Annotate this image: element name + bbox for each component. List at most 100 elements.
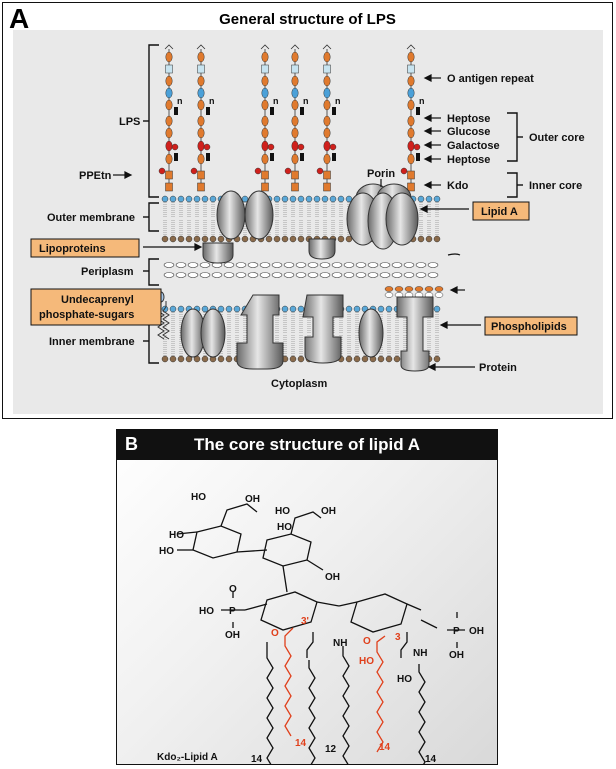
- kdo-unit: [291, 170, 299, 180]
- peptidoglycan-unit: [379, 272, 391, 278]
- heptose-side: [416, 107, 420, 115]
- position-3prime: 3': [301, 616, 309, 627]
- membrane-headgroup: [289, 355, 297, 363]
- label-protein: Protein: [479, 362, 517, 374]
- sugar-unit: [291, 140, 299, 152]
- peptidoglycan-unit: [175, 272, 187, 278]
- repeat-n-label: n: [177, 96, 183, 106]
- peptidoglycan-unit: [355, 262, 367, 268]
- label-heptose: Heptose: [447, 113, 490, 125]
- membrane-headgroup: [169, 305, 177, 313]
- repeat-n-label: n: [335, 96, 341, 106]
- membrane-headgroup: [177, 195, 185, 203]
- peptidoglycan-unit: [367, 262, 379, 268]
- peptidoglycan-unit: [247, 272, 259, 278]
- peptidoglycan-layer: [163, 262, 444, 298]
- sugar-unit: [165, 127, 173, 139]
- atom-ho-chain: HO: [397, 674, 412, 685]
- porin-trimer: [346, 183, 419, 250]
- label-kdo: Kdo: [447, 180, 469, 192]
- membrane-headgroup: [385, 305, 393, 313]
- sugar-unit: [323, 153, 331, 165]
- lipoproteins-box: [30, 238, 140, 258]
- lipoprotein-link: [384, 286, 394, 292]
- heptose-side: [206, 107, 210, 115]
- kdo-unit: [197, 64, 205, 74]
- sugar-unit: [165, 75, 173, 87]
- kdo-unit: [197, 170, 205, 180]
- membrane-headgroup: [225, 355, 233, 363]
- peptidoglycan-unit: [427, 262, 439, 268]
- heptose-side: [206, 153, 210, 161]
- sugar-unit: [197, 75, 205, 87]
- peptidoglycan-unit: [199, 272, 211, 278]
- lipid-a-box: [472, 201, 530, 221]
- heptose-side: [270, 107, 274, 115]
- membrane-headgroup: [281, 305, 289, 313]
- ppetn-unit: [171, 143, 179, 151]
- sugar-unit: [407, 75, 415, 87]
- kdo-unit: [165, 64, 173, 74]
- right-brackets: [507, 112, 523, 198]
- chain-length-1: 14: [251, 754, 263, 764]
- sugar-unit: [323, 140, 331, 152]
- membrane-headgroup: [393, 355, 401, 363]
- chain-length-3: 12: [325, 744, 337, 755]
- peptidoglycan-unit: [295, 262, 307, 268]
- lipoprotein-link: [394, 286, 404, 292]
- position-3: 3: [395, 632, 401, 643]
- atom-p-left: P: [229, 606, 236, 617]
- membrane-headgroup: [233, 305, 241, 313]
- membrane-headgroup: [161, 235, 169, 243]
- sugar-unit: [407, 51, 415, 63]
- peptidoglycan-unit: [211, 272, 223, 278]
- label-lps: LPS: [119, 116, 140, 128]
- ppetn-unit: [158, 167, 166, 175]
- peptidoglycan-unit: [367, 272, 379, 278]
- peptidoglycan-unit: [355, 272, 367, 278]
- peptidoglycan-unit: [391, 262, 403, 268]
- sugar-unit: [323, 99, 331, 111]
- membrane-headgroup: [289, 195, 297, 203]
- heptose-side: [174, 153, 178, 161]
- repeat-n-label: n: [273, 96, 279, 106]
- atom-p-right: P: [453, 626, 460, 637]
- lps-terminus: [406, 44, 416, 50]
- repeat-n-label: n: [419, 96, 425, 106]
- peptidoglycan-unit: [163, 262, 175, 268]
- peptidoglycan-unit: [259, 262, 271, 268]
- peptidoglycan-unit: [415, 262, 427, 268]
- kdo-unit: [197, 182, 205, 192]
- lipid-a-structure: HO HO HO OH OH HO HO OH HO P O OH NH NH …: [157, 492, 484, 764]
- membrane-headgroup: [297, 305, 305, 313]
- sugar-unit: [323, 87, 331, 99]
- label-periplasm: Periplasm: [81, 266, 134, 278]
- ppetn-unit: [190, 167, 198, 175]
- sugar-unit: [407, 87, 415, 99]
- kdo-unit: [323, 170, 331, 180]
- atom-oh-pr1: OH: [469, 626, 484, 637]
- membrane-headgroup: [161, 355, 169, 363]
- peptidoglycan-unit: [319, 262, 331, 268]
- atom-oh-3: OH: [325, 572, 340, 583]
- label-lipoproteins: Lipoproteins: [39, 243, 106, 255]
- peptidoglycan-unit: [343, 272, 355, 278]
- membrane-headgroup: [417, 235, 425, 243]
- membrane-headgroup: [201, 235, 209, 243]
- membrane-headgroup: [433, 235, 441, 243]
- peptidoglycan-unit: [283, 272, 295, 278]
- undecaprenyl-box: [30, 288, 162, 326]
- label-phospholipids: Phospholipids: [491, 321, 567, 333]
- membrane-headgroup: [273, 195, 281, 203]
- sugar-unit: [407, 115, 415, 127]
- membrane-headgroup: [265, 235, 273, 243]
- sugar-unit: [323, 51, 331, 63]
- membrane-headgroup: [169, 355, 177, 363]
- ppetn-unit: [267, 143, 275, 151]
- membrane-headgroup: [313, 195, 321, 203]
- sugar-unit: [407, 140, 415, 152]
- ppetn-unit: [297, 143, 305, 151]
- membrane-headgroup: [185, 235, 193, 243]
- ppetn-unit: [203, 143, 211, 151]
- ppetn-unit: [413, 143, 421, 151]
